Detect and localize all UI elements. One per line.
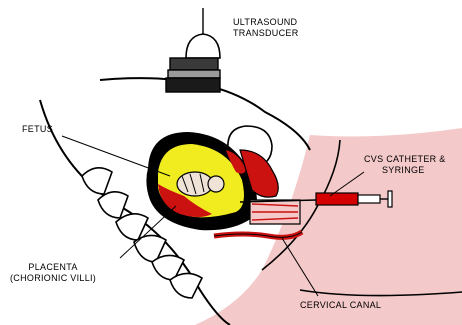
fetus — [177, 172, 224, 196]
cervical-canal-label: CERVICAL CANAL — [300, 300, 381, 311]
ultrasound-transducer — [166, 8, 220, 92]
placenta-label-line1: PLACENTA — [10, 262, 96, 273]
placenta-label: PLACENTA (CHORIONIC VILLI) — [10, 262, 96, 284]
ultrasound-transducer-label: ULTRASOUND TRANSDUCER — [233, 17, 299, 39]
placenta-label-line2: (CHORIONIC VILLI) — [10, 273, 96, 284]
cvs-catheter-label-line1: CVS CATHETER & — [364, 154, 446, 165]
fetus-label: FETUS — [22, 124, 53, 135]
cvs-catheter-label-line2: SYRINGE — [364, 165, 446, 176]
cvs-catheter-label: CVS CATHETER & SYRINGE — [364, 154, 446, 176]
fetus-label-text: FETUS — [22, 124, 53, 135]
ultrasound-transducer-label-line2: TRANSDUCER — [233, 28, 299, 39]
cervical-canal-label-text: CERVICAL CANAL — [300, 300, 381, 311]
ultrasound-transducer-label-line1: ULTRASOUND — [233, 17, 299, 28]
